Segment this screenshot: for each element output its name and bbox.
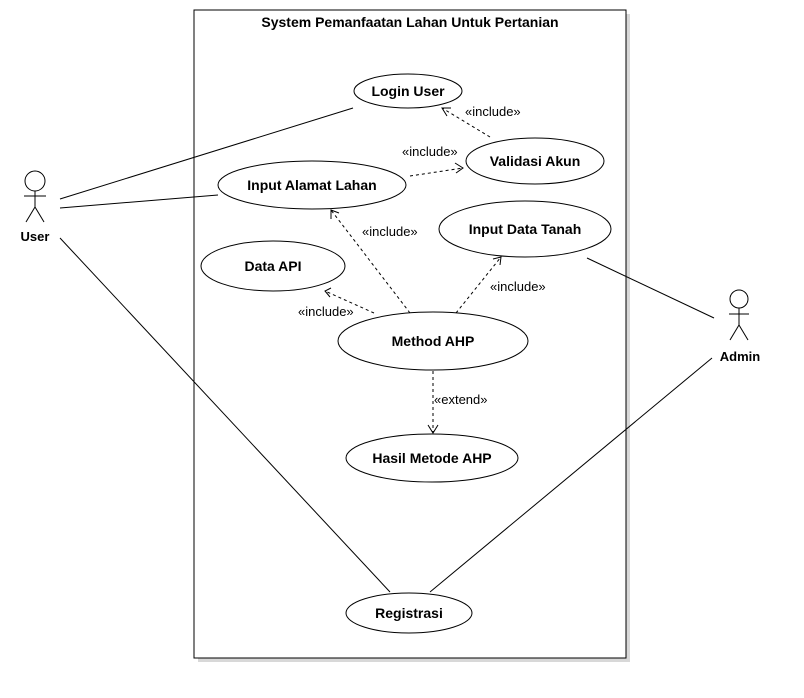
- usecase-data-api[interactable]: Data API: [200, 240, 346, 292]
- svg-text:Method AHP: Method AHP: [392, 333, 475, 349]
- actor-user[interactable]: User: [21, 170, 50, 244]
- usecase-login-user[interactable]: Login User: [353, 73, 463, 109]
- include-validasi-login: [441, 107, 491, 138]
- label-include-ahp-tanah: «include»: [490, 279, 546, 294]
- include-ahp-api: [324, 287, 375, 314]
- assoc-admin-tanah: [586, 257, 715, 319]
- actor-admin-head: [729, 289, 749, 309]
- include-ahp-tanah: [455, 256, 502, 314]
- svg-text:Login User: Login User: [371, 83, 445, 99]
- extend-ahp-hasil: [427, 371, 439, 434]
- include-ahp-alamat: [330, 209, 411, 314]
- svg-text:Hasil Metode AHP: Hasil Metode AHP: [372, 450, 491, 466]
- label-extend-ahp-hasil: «extend»: [434, 392, 488, 407]
- actor-user-head: [24, 170, 46, 192]
- usecase-input-alamat-lahan[interactable]: Input Alamat Lahan: [217, 160, 407, 210]
- actor-user-label: User: [21, 229, 50, 244]
- usecase-method-ahp[interactable]: Method AHP: [337, 311, 529, 371]
- assoc-user-login: [59, 107, 354, 200]
- system-title: System Pemanfaatan Lahan Untuk Pertanian: [261, 14, 558, 30]
- label-include-alamat-validasi: «include»: [402, 144, 458, 159]
- assoc-admin-registrasi: [429, 357, 713, 593]
- svg-text:Data API: Data API: [244, 258, 301, 274]
- assoc-user-alamat: [59, 194, 219, 209]
- svg-text:Input Alamat Lahan: Input Alamat Lahan: [247, 177, 376, 193]
- label-include-ahp-api: «include»: [298, 304, 354, 319]
- actor-admin-label: Admin: [720, 349, 761, 364]
- usecase-registrasi[interactable]: Registrasi: [345, 592, 473, 634]
- label-include-validasi-login: «include»: [465, 104, 521, 119]
- actor-admin[interactable]: Admin: [720, 289, 761, 364]
- usecase-input-data-tanah[interactable]: Input Data Tanah: [438, 200, 612, 258]
- svg-text:Validasi Akun: Validasi Akun: [490, 153, 581, 169]
- include-alamat-validasi: [409, 162, 464, 177]
- assoc-user-registrasi: [59, 237, 391, 593]
- svg-text:Input Data Tanah: Input Data Tanah: [469, 221, 582, 237]
- usecase-hasil-metode-ahp[interactable]: Hasil Metode AHP: [345, 433, 519, 483]
- svg-text:Registrasi: Registrasi: [375, 605, 443, 621]
- usecase-validasi-akun[interactable]: Validasi Akun: [465, 137, 605, 185]
- label-include-ahp-alamat: «include»: [362, 224, 418, 239]
